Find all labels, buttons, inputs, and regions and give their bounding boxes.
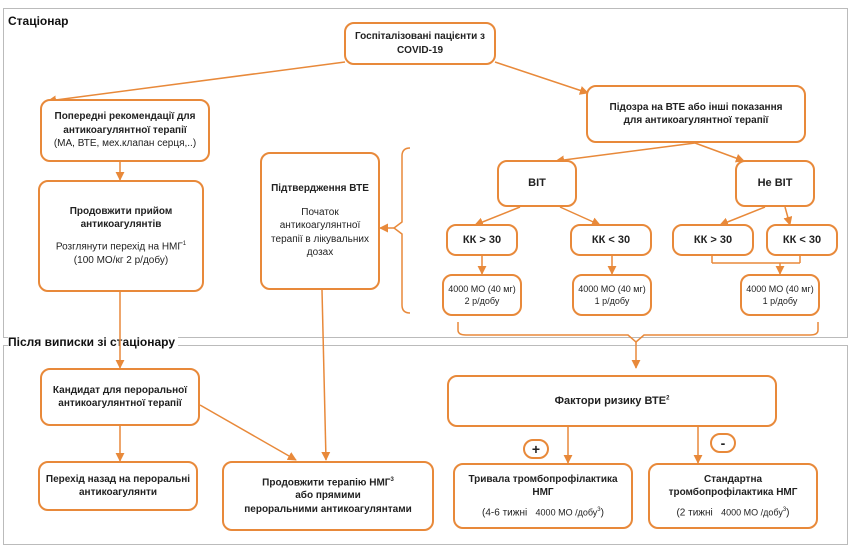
not-vit-box: Не ВІТ bbox=[735, 160, 815, 207]
prior-title: Попередні рекомендації для антикоагулянт… bbox=[54, 111, 196, 136]
long-sub3: ) bbox=[600, 506, 604, 518]
standard-sub3: ) bbox=[786, 506, 790, 518]
lmwh-line1: Продовжити терапію НМГ bbox=[262, 476, 391, 488]
not-vit-label: Не ВІТ bbox=[757, 177, 793, 190]
continue-anticoagulants-box: Продовжити прийом антикоагулянтів Розгля… bbox=[38, 180, 204, 292]
lmwh-line3: пероральними антикоагулянтами bbox=[244, 503, 412, 515]
kk-under-30-vit-box: КК < 30 bbox=[570, 224, 652, 256]
plus-sign: + bbox=[523, 439, 549, 459]
back-to-oral-box: Перехід назад на пероральні антикоагулян… bbox=[38, 461, 198, 511]
dose3-line1: 4000 МО (40 мг) bbox=[746, 283, 814, 294]
confirmed-title: Підтвердження ВТЕ bbox=[271, 183, 369, 195]
kk3-label: КК > 30 bbox=[693, 233, 733, 246]
continue-line1: Розглянути перехід на НМГ bbox=[55, 241, 183, 253]
dose1-line2: 2 р/добу bbox=[464, 296, 500, 306]
continue-title: Продовжити прийом антикоагулянтів bbox=[69, 205, 173, 231]
kk4-label: КК < 30 bbox=[782, 233, 822, 246]
long-title: Тривала тромбопрофілактика НМГ bbox=[468, 473, 618, 499]
inpatient-section bbox=[3, 8, 848, 338]
standard-sup: 3 bbox=[782, 506, 787, 513]
kk-over-30-not-vit-box: КК > 30 bbox=[672, 224, 754, 256]
standard-sub2: 4000 МО /добу bbox=[721, 506, 783, 517]
vit-box: ВІТ bbox=[497, 160, 577, 207]
standard-sub1: (2 тижні bbox=[676, 506, 713, 518]
risk-title: Фактори ризику ВТЕ bbox=[554, 394, 667, 407]
back-oral-title: Перехід назад на пероральні антикоагулян… bbox=[45, 473, 191, 499]
dose3-line2: 1 р/добу bbox=[762, 296, 798, 306]
standard-prophylaxis-box: Стандартна тромбопрофілактика НМГ (2 тиж… bbox=[648, 463, 818, 529]
lmwh-sup: 3 bbox=[390, 476, 394, 483]
confirmed-text: Початок антикоагулянтної терапії в лікув… bbox=[271, 206, 369, 259]
after-discharge-section bbox=[3, 345, 848, 545]
lmwh-line1-wrap: Продовжити терапію НМГ3 bbox=[262, 476, 394, 490]
hospitalized-line1: Госпіталізовані пацієнти з bbox=[354, 31, 485, 42]
minus-sign: - bbox=[710, 433, 736, 453]
vte-suspicion-box: Підозра на ВТЕ або інші показання для ан… bbox=[586, 85, 806, 143]
kk-over-30-vit-box: КК > 30 bbox=[446, 224, 518, 256]
kk-under-30-not-vit-box: КК < 30 bbox=[766, 224, 838, 256]
continue-lmwh-box: Продовжити терапію НМГ3 або прямими перо… bbox=[222, 461, 434, 531]
risk-sup: 2 bbox=[666, 394, 670, 401]
dose2-line1: 4000 МО (40 мг) bbox=[578, 283, 646, 294]
standard-title: Стандартна тромбопрофілактика НМГ bbox=[668, 473, 798, 499]
long-sup: 3 bbox=[597, 506, 601, 513]
hospitalized-patients-box: Госпіталізовані пацієнти з COVID-19 bbox=[344, 22, 496, 65]
dose2-line2: 1 р/добу bbox=[594, 296, 630, 306]
lmwh-line2: або прямими bbox=[295, 490, 361, 502]
dose-not-vit-box: 4000 МО (40 мг) 1 р/добу bbox=[740, 274, 820, 316]
vte-risk-factors-box: Фактори ризику ВТЕ2 bbox=[447, 375, 777, 427]
hospitalized-line2: COVID-19 bbox=[396, 44, 444, 56]
long-prophylaxis-box: Тривала тромбопрофілактика НМГ (4-6 тижн… bbox=[453, 463, 633, 529]
oral-candidate-box: Кандидат для пероральної антикоагулянтно… bbox=[40, 368, 200, 426]
long-sub2: 4000 МО /добу bbox=[535, 506, 598, 517]
vte-confirmed-box: Підтвердження ВТЕ Початок антикоагулянтн… bbox=[260, 152, 380, 290]
continue-line2: (100 МО/кг 2 р/добу) bbox=[73, 254, 169, 266]
vit-label: ВІТ bbox=[528, 177, 546, 190]
dose-vit-kk-over-30-box: 4000 МО (40 мг) 2 р/добу bbox=[442, 274, 522, 316]
after-discharge-section-title: Після виписки зі стаціонару bbox=[8, 335, 179, 349]
kk2-label: КК < 30 bbox=[591, 233, 631, 246]
suspicion-title: Підозра на ВТЕ або інші показання для ан… bbox=[609, 101, 783, 127]
long-sub: (4-6 тижні 4000 МО /добу3) bbox=[482, 506, 604, 520]
dose1-line1: 4000 МО (40 мг) bbox=[448, 283, 516, 294]
kk1-label: КК > 30 bbox=[462, 233, 502, 246]
risk-wrap: Фактори ризику ВТЕ2 bbox=[555, 394, 670, 409]
continue-sup: 1 bbox=[182, 240, 187, 247]
continue-line1-wrap: Розглянути перехід на НМГ1 bbox=[56, 240, 186, 254]
dose-vit-kk-under-30-box: 4000 МО (40 мг) 1 р/добу bbox=[572, 274, 652, 316]
standard-sub: (2 тижні 4000 МО /добу3) bbox=[676, 506, 789, 520]
prior-recommendations-box: Попередні рекомендації для антикоагулянт… bbox=[40, 99, 210, 162]
candidate-title: Кандидат для пероральної антикоагулянтно… bbox=[52, 384, 188, 410]
inpatient-section-title: Стаціонар bbox=[8, 14, 69, 28]
long-sub1: (4-6 тижні bbox=[482, 506, 528, 518]
prior-sub: (МА, ВТЕ, мех.клапан серця,..) bbox=[53, 138, 197, 150]
